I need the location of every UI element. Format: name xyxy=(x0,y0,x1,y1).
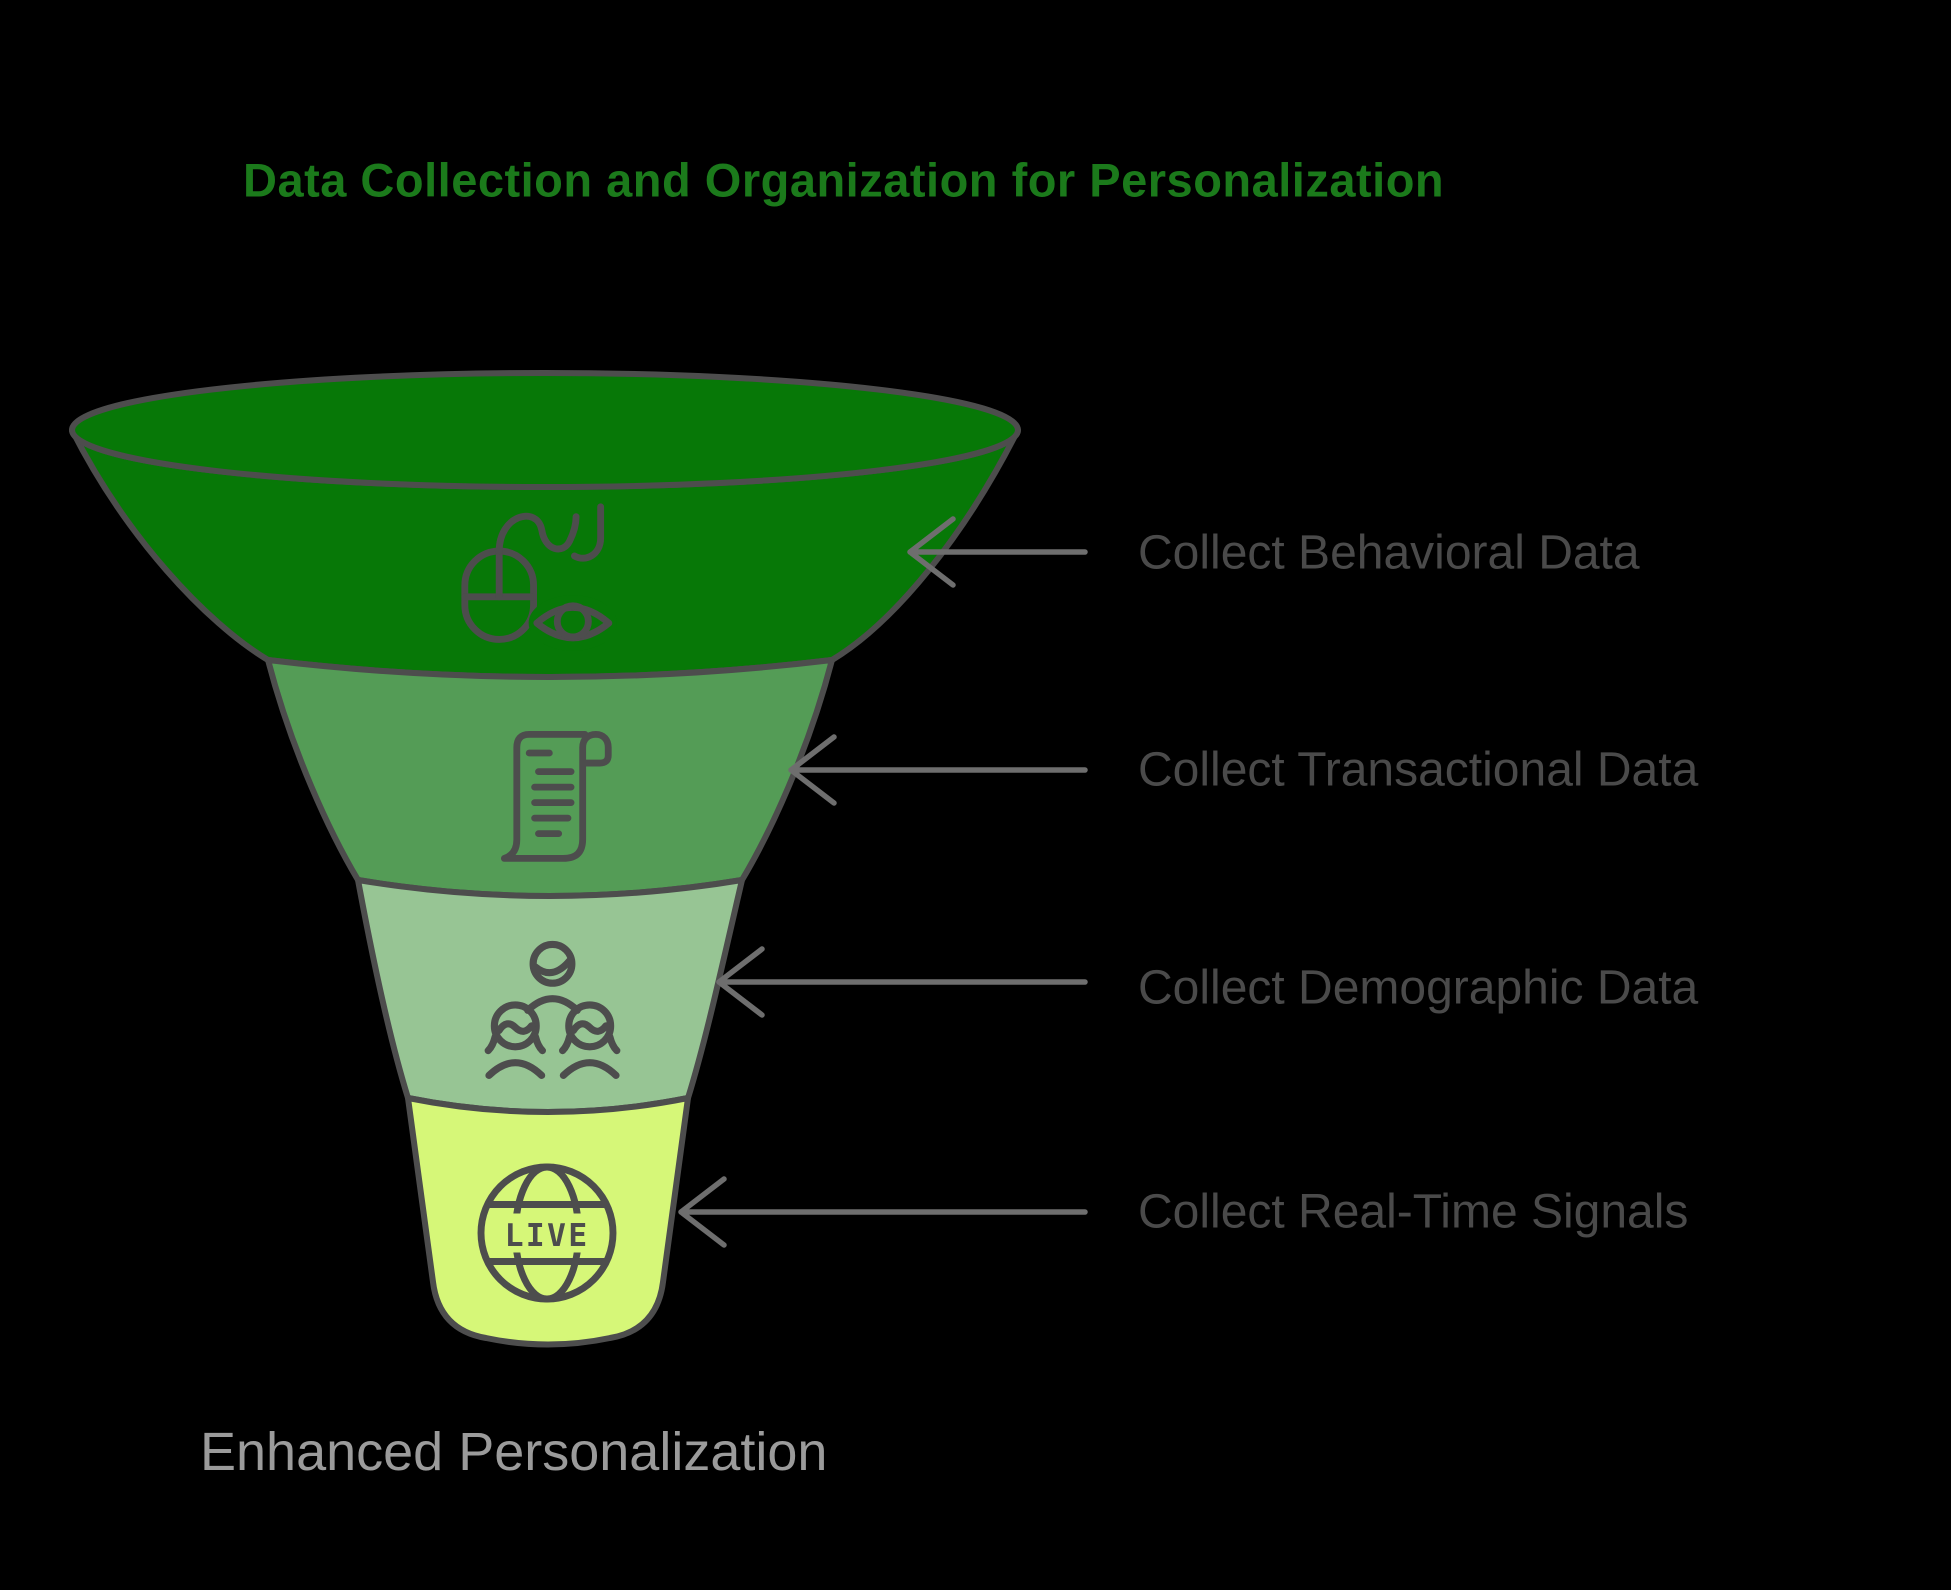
live-globe-icon: LIVE xyxy=(477,1163,617,1303)
globe-label-band xyxy=(510,1213,584,1253)
mouse-cable xyxy=(495,503,605,562)
mouse-eye-tracking-icon xyxy=(461,503,617,651)
eye-pupil xyxy=(553,602,592,641)
people-icon xyxy=(484,940,621,1080)
person-top-head xyxy=(529,940,576,987)
arrow-transactional xyxy=(788,734,1088,806)
arrow-behavioral xyxy=(907,516,1088,588)
funnel-stage-transactional xyxy=(265,657,835,899)
globe-latitude-lines xyxy=(485,1201,609,1265)
eye-halo xyxy=(528,595,617,651)
funnel-top-rim xyxy=(69,370,1021,490)
stage-label-realtime: Collect Real-Time Signals xyxy=(1138,1185,1689,1239)
person-top-cap xyxy=(531,957,574,977)
person-left-shoulders xyxy=(485,1059,546,1080)
page-title: Data Collection and Organization for Per… xyxy=(243,153,1445,207)
person-top-shoulders xyxy=(524,995,581,1014)
receipt-outline xyxy=(500,730,612,862)
stage-label-transactional: Collect Transactional Data xyxy=(1138,743,1699,797)
person-right-hair xyxy=(559,1020,621,1055)
person-right-shoulders xyxy=(559,1059,620,1080)
arrow-demographic xyxy=(716,946,1088,1018)
live-label: LIVE xyxy=(505,1218,590,1254)
stage-label-behavioral: Collect Behavioral Data xyxy=(1138,526,1640,580)
person-left-head xyxy=(490,1001,540,1051)
person-left-hair xyxy=(484,1020,546,1055)
arrow-realtime xyxy=(678,1176,1088,1248)
person-right-head xyxy=(565,1001,615,1051)
receipt-icon xyxy=(500,730,612,862)
receipt-text-lines xyxy=(525,749,575,838)
stage-label-demographic: Collect Demographic Data xyxy=(1138,961,1699,1015)
outcome-label: Enhanced Personalization xyxy=(200,1422,828,1482)
